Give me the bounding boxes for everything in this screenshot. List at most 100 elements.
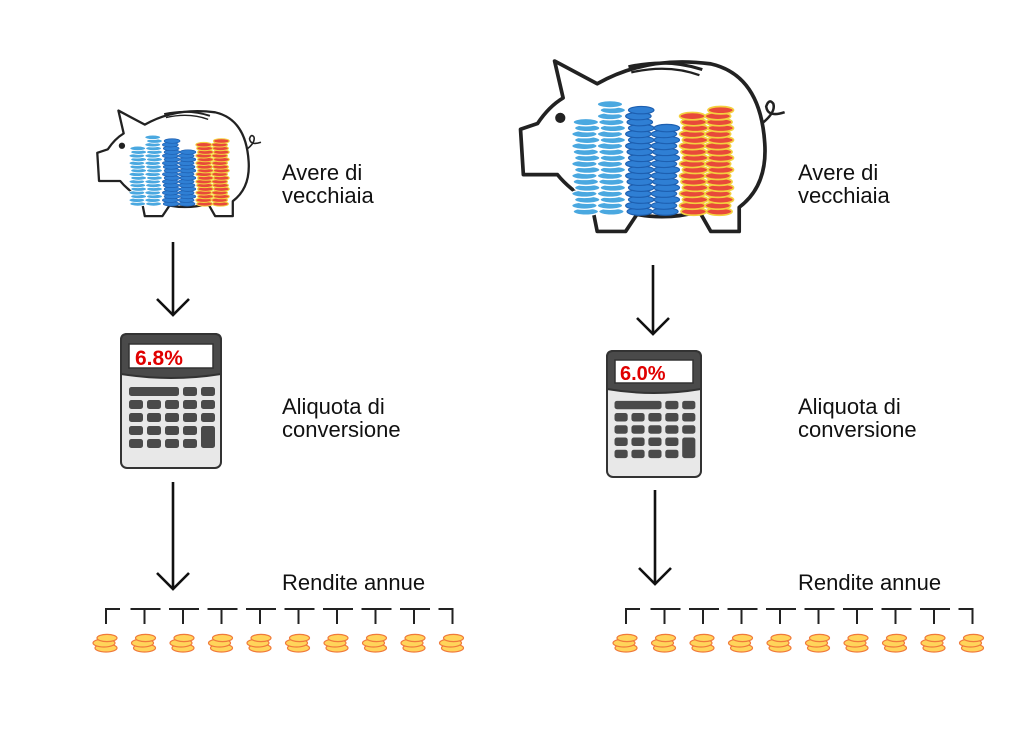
coin	[129, 145, 147, 152]
coin-stack-icon	[804, 633, 831, 653]
arrow-down-icon	[635, 265, 671, 336]
arrow-down-icon	[155, 482, 191, 591]
calculator-key	[614, 449, 628, 459]
coin-stack-icon	[400, 633, 426, 653]
annuity-label-left: Rendite annue	[282, 570, 426, 595]
conversion-label-left: Aliquota di conversione	[282, 395, 401, 441]
calculator-key	[183, 426, 197, 435]
coin	[707, 105, 735, 115]
coin-stack-icon	[246, 633, 272, 653]
calculator-key	[201, 400, 215, 409]
calculator-key	[665, 400, 679, 410]
calculator-key	[147, 426, 161, 435]
calculator-key	[648, 425, 662, 434]
calculator-key	[183, 439, 197, 448]
calculator-key	[147, 439, 161, 448]
calculator-key	[648, 437, 662, 446]
annuity-row-right	[612, 608, 985, 653]
calculator-key	[129, 387, 179, 396]
conversion-label-line2: conversione	[798, 417, 917, 442]
coin-stack	[704, 105, 735, 217]
coin-stack-icon	[207, 633, 234, 653]
calculator-key	[614, 437, 628, 446]
coin-stack	[195, 141, 214, 207]
calculator-key	[201, 387, 215, 396]
savings-label-line2: vecchiaia	[282, 183, 374, 208]
calculator-key	[648, 449, 662, 459]
coin-stack-icon	[843, 633, 869, 653]
coin-stack-icon	[169, 633, 195, 653]
coin-stack	[650, 123, 681, 216]
coin-stack-icon	[438, 633, 465, 653]
savings-label-right: Avere di vecchiaia	[798, 161, 890, 207]
coin-stack	[128, 145, 147, 207]
coin	[144, 134, 162, 141]
calculator-key	[631, 413, 645, 422]
calculator-key	[614, 425, 628, 434]
coin-stack-icon	[323, 633, 349, 653]
calculator-icon-right: 6.0%	[606, 350, 702, 478]
calculator-key	[183, 387, 197, 396]
coin	[179, 149, 197, 155]
coin-stack	[625, 105, 655, 216]
calculator-key	[665, 449, 679, 459]
calculator-key-equals	[201, 426, 215, 448]
calculator-key	[682, 413, 696, 422]
coin	[653, 123, 681, 133]
calculator-key	[201, 413, 215, 422]
coin-stack	[162, 138, 181, 207]
conversion-label-right: Aliquota di conversione	[798, 395, 917, 441]
coin-stack-icon	[766, 633, 792, 653]
calculator-display-left: 6.8%	[135, 347, 183, 370]
coin-stack	[596, 99, 627, 216]
calculator-key	[665, 425, 679, 434]
calculator-key	[614, 400, 662, 410]
savings-label-line1: Avere di	[282, 160, 363, 185]
coin-stack-icon	[881, 633, 908, 653]
savings-label-line1: Avere di	[798, 160, 879, 185]
coin-stack-icon	[650, 633, 677, 653]
coin-stack-icon	[92, 633, 118, 653]
coin-stack-icon	[612, 633, 638, 653]
coin-stack-icon	[727, 633, 754, 653]
coin	[678, 111, 706, 121]
calculator-key-equals	[682, 437, 696, 459]
coin	[627, 105, 655, 115]
calculator-icon-left: 6.8%	[120, 333, 222, 469]
calculator-key	[183, 413, 197, 422]
calculator-key	[631, 425, 645, 434]
conversion-label-line1: Aliquota di	[798, 394, 901, 419]
calculator-key	[631, 449, 645, 459]
calculator-key	[129, 439, 143, 448]
coin-stack	[678, 111, 709, 217]
coin	[163, 138, 181, 144]
calculator-key	[129, 413, 143, 422]
coin-stack-icon	[361, 633, 388, 653]
savings-label-line2: vecchiaia	[798, 183, 890, 208]
coin-stack-icon	[958, 633, 985, 653]
annuity-row-left	[92, 608, 465, 653]
calculator-key	[165, 413, 179, 422]
calculator-key	[165, 400, 179, 409]
coin-stack	[144, 134, 163, 207]
coin-stack-icon	[130, 633, 157, 653]
calculator-key	[165, 439, 179, 448]
coin	[212, 138, 230, 144]
calculator-key	[648, 413, 662, 422]
calculator-key	[129, 426, 143, 435]
piggy-bank-icon-left	[96, 109, 263, 218]
calculator-key	[665, 437, 679, 446]
coin	[596, 99, 624, 109]
annuity-bracket	[625, 608, 974, 624]
calculator-key	[129, 400, 143, 409]
savings-label-left: Avere di vecchiaia	[282, 161, 374, 207]
coin-stack-icon	[284, 633, 311, 653]
calculator-key	[682, 400, 696, 410]
calculator-keys	[129, 387, 215, 448]
coin	[572, 117, 600, 127]
annuity-bracket	[105, 608, 454, 624]
arrow-down-icon	[155, 242, 191, 317]
calculator-key	[614, 413, 628, 422]
coin-stack-icon	[689, 633, 715, 653]
calculator-key	[665, 413, 679, 422]
